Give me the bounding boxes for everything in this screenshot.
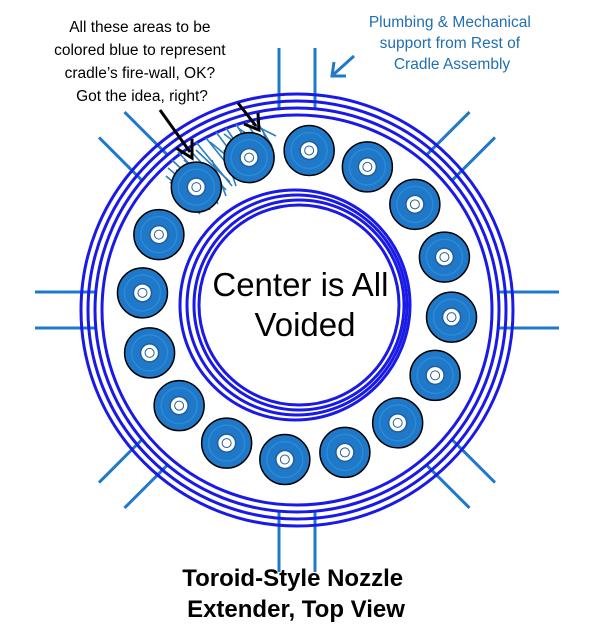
nozzle — [200, 417, 253, 469]
nozzle-rim — [130, 334, 169, 372]
strut-6-2 — [123, 110, 170, 157]
nozzle — [389, 178, 441, 231]
nozzle-orifice — [144, 347, 155, 358]
firewall-hatch-20 — [251, 123, 277, 137]
nozzle-orifice — [279, 454, 290, 465]
diagram-title: Toroid-Style Nozzle Extender, Top View — [182, 565, 410, 623]
plumbing-annotation: Plumbing & Mechanical support from Rest … — [369, 14, 535, 73]
nozzle-rim — [396, 185, 434, 224]
inner-ring-3 — [192, 198, 406, 412]
nozzle — [371, 397, 424, 449]
nozzle-rim — [378, 404, 417, 442]
arrowhead-left — [175, 139, 194, 161]
center-label-line-1: Center is All — [212, 266, 388, 303]
nozzle-rim — [416, 356, 454, 395]
outer-ring-4 — [100, 113, 494, 507]
outer-ring-2 — [86, 99, 508, 521]
nozzle-orifice — [339, 447, 350, 458]
nozzle-rim — [348, 148, 387, 186]
toroid-rings — [79, 92, 515, 528]
nozzle-rim — [230, 138, 268, 177]
strut-4-1 — [123, 463, 170, 510]
nozzle-orifice — [362, 161, 373, 172]
nozzle-orifice — [446, 312, 457, 323]
strut-4-2 — [97, 437, 144, 484]
support-struts — [35, 48, 559, 572]
nozzle-orifice — [137, 287, 148, 298]
nozzle — [153, 379, 205, 432]
nozzle — [409, 349, 461, 402]
inner-ring-4 — [197, 203, 401, 407]
nozzle-rim — [177, 168, 216, 206]
nozzle-rim — [140, 215, 178, 254]
nozzle-orifice — [409, 199, 420, 210]
nozzle-rim — [266, 440, 304, 479]
nozzle — [341, 141, 394, 193]
firewall-annotation-line-4: Got the idea, right? — [76, 88, 208, 105]
nozzle-orifice — [244, 152, 255, 163]
inner-ring-2 — [185, 193, 409, 417]
nozzle — [425, 291, 478, 343]
nozzle-orifice — [430, 370, 441, 381]
nozzle-rim — [123, 274, 162, 312]
arrowhead-right — [243, 112, 261, 133]
center-label: Center is All Voided — [212, 266, 397, 343]
nozzle-orifice — [174, 400, 185, 411]
nozzle-rim — [432, 298, 471, 336]
inner-ring-1 — [178, 188, 412, 422]
nozzle-ring — [116, 124, 478, 486]
nozzle-rim — [425, 238, 464, 276]
firewall-annotation-line-3: cradle’s fire-wall, OK? — [65, 65, 216, 82]
firewall-hatch-16 — [195, 149, 231, 183]
arrow-to-firewall-right — [236, 102, 258, 127]
nozzle — [116, 267, 169, 319]
arrow-to-firewall-left — [158, 109, 192, 153]
nozzle — [133, 208, 185, 261]
arrow-to-plumbing — [332, 54, 356, 76]
nozzle — [259, 433, 311, 486]
nozzle — [170, 161, 223, 213]
nozzle-orifice — [191, 182, 202, 193]
firewall-annotation-line-2: colored blue to represent — [54, 42, 226, 59]
nozzle-rim — [290, 131, 328, 170]
strut-2-1 — [450, 437, 497, 484]
arrowhead-plumbing — [330, 61, 346, 78]
firewall-annotation: All these areas to be colored blue to re… — [54, 19, 230, 105]
plumbing-annotation-line-2: support from Rest of — [380, 35, 521, 52]
nozzle — [223, 131, 275, 184]
diagram-title-line-1: Toroid-Style Nozzle — [182, 565, 403, 592]
nozzle — [418, 231, 471, 283]
nozzle-rim — [207, 424, 246, 462]
strut-2-2 — [424, 463, 471, 510]
nozzle — [319, 426, 371, 479]
plumbing-annotation-line-1: Plumbing & Mechanical — [369, 14, 531, 31]
nozzle-rim — [326, 433, 364, 472]
plumbing-annotation-line-3: Cradle Assembly — [394, 56, 511, 73]
diagram-title-line-2: Extender, Top View — [187, 596, 405, 623]
outer-ring-3 — [93, 106, 501, 514]
firewall-annotation-line-1: All these areas to be — [69, 19, 210, 36]
nozzle — [123, 327, 176, 379]
annotation-arrows — [158, 54, 356, 161]
strut-8-2 — [450, 136, 497, 183]
nozzle-orifice — [153, 229, 164, 240]
strut-6-1 — [97, 136, 144, 183]
nozzle — [283, 124, 335, 177]
nozzle-orifice — [304, 145, 315, 156]
nozzle-rim — [160, 386, 198, 425]
center-label-line-2: Voided — [255, 306, 356, 343]
strut-8-1 — [424, 110, 471, 157]
outer-ring-1 — [79, 92, 515, 528]
nozzle-orifice — [221, 438, 232, 449]
nozzle-orifice — [392, 417, 403, 428]
nozzle-orifice — [439, 252, 450, 263]
